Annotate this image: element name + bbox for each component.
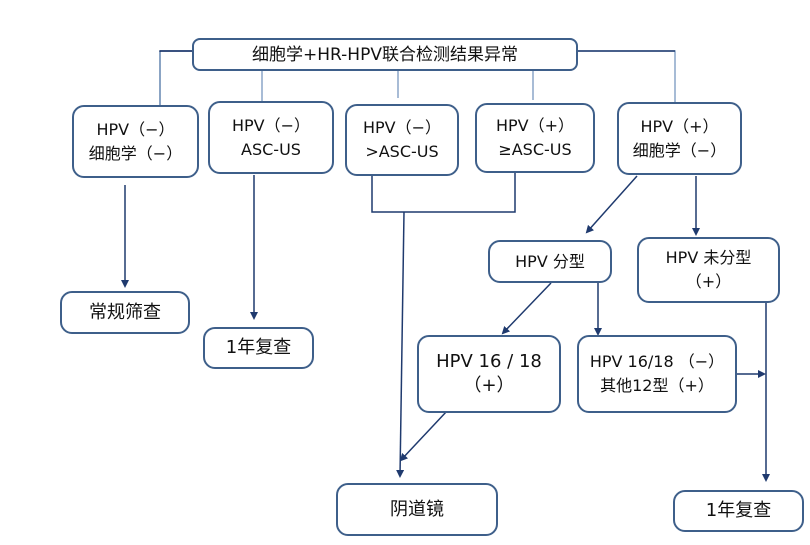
node-recheck-1yr-b: 1年复查	[673, 490, 804, 532]
node-hpv16-18-neg-other12-pos: HPV 16/18 （−） 其他12型（+）	[577, 335, 737, 413]
node-label-line1: HPV 16 / 18	[436, 351, 542, 372]
node-label-line2: ≥ASC-US	[498, 140, 572, 159]
node-label-line1: HPV 分型	[515, 251, 585, 271]
root-label: 细胞学+HR-HPV联合检测结果异常	[252, 44, 518, 65]
node-label-line2: 细胞学（−）	[88, 143, 183, 163]
connector-root-left	[159, 50, 193, 105]
node-hpv-neg-gt-ascus: HPV（−） >ASC-US	[345, 104, 459, 176]
node-label-line1: 1年复查	[225, 337, 292, 358]
connector-root-right	[578, 50, 676, 103]
node-label-line1: HPV（−）	[231, 115, 311, 135]
node-label-line1: 阴道镜	[390, 498, 444, 520]
node-label-line1: 1年复查	[705, 500, 772, 521]
node-label-line2: （+）	[463, 375, 515, 396]
node-label-line1: 常规筛查	[89, 301, 161, 323]
root-node: 细胞学+HR-HPV联合检测结果异常	[192, 38, 578, 71]
node-hpv-neg-cytology-neg: HPV（−） 细胞学（−）	[72, 105, 199, 178]
node-label-line2: >ASC-US	[365, 142, 439, 161]
node-label-line1: HPV 16/18 （−）	[589, 352, 725, 371]
connector-merge-bracket	[371, 172, 516, 213]
node-label-line1: HPV 未分型	[665, 248, 752, 267]
node-routine-screening: 常规筛查	[60, 291, 190, 334]
node-label-line1: HPV（+）	[495, 116, 575, 135]
arrow-to-colposcopy	[396, 211, 405, 478]
node-hpv16-18-positive: HPV 16 / 18 （+）	[417, 335, 561, 413]
arrow-to-hpv16-18-pos	[501, 282, 552, 335]
node-label-line1: HPV（+）	[640, 116, 719, 136]
arrow-hpv16-18-pos-to-colposcopy	[399, 410, 448, 462]
node-label-line1: HPV（−）	[362, 118, 442, 137]
node-label-line2: （+）	[685, 272, 732, 291]
arrow-to-hpv-genotyping	[585, 175, 638, 234]
node-label-line2: 细胞学（−）	[632, 140, 727, 160]
node-recheck-1yr-a: 1年复查	[203, 327, 314, 369]
node-hpv-pos-cytology-neg: HPV（+） 细胞学（−）	[617, 102, 742, 175]
node-hpv-not-genotyped: HPV 未分型 （+）	[637, 237, 780, 303]
node-colposcopy: 阴道镜	[336, 483, 498, 536]
node-hpv-pos-ge-ascus: HPV（+） ≥ASC-US	[475, 103, 595, 173]
node-label-line2: ASC-US	[241, 139, 301, 159]
node-hpv-genotyping: HPV 分型	[488, 240, 612, 283]
node-label-line1: HPV（−）	[96, 119, 175, 139]
node-hpv-neg-ascus: HPV（−） ASC-US	[208, 101, 334, 174]
node-label-line2: 其他12型（+）	[600, 376, 714, 395]
